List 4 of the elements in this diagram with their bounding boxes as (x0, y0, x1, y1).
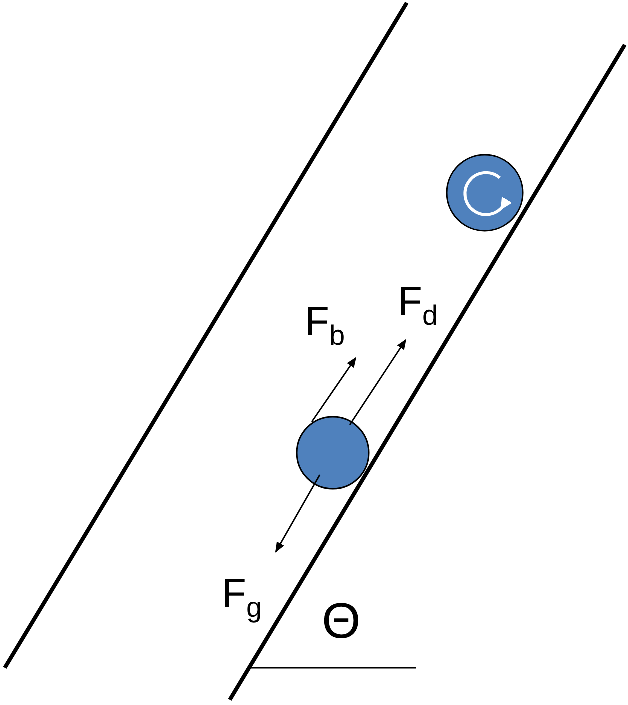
force-label: F$_{d}$ (398, 282, 438, 330)
angle-label: Θ (322, 596, 361, 646)
force-label: F$_{b}$ (305, 302, 346, 350)
force-label: F$_{g}$ (222, 574, 262, 622)
